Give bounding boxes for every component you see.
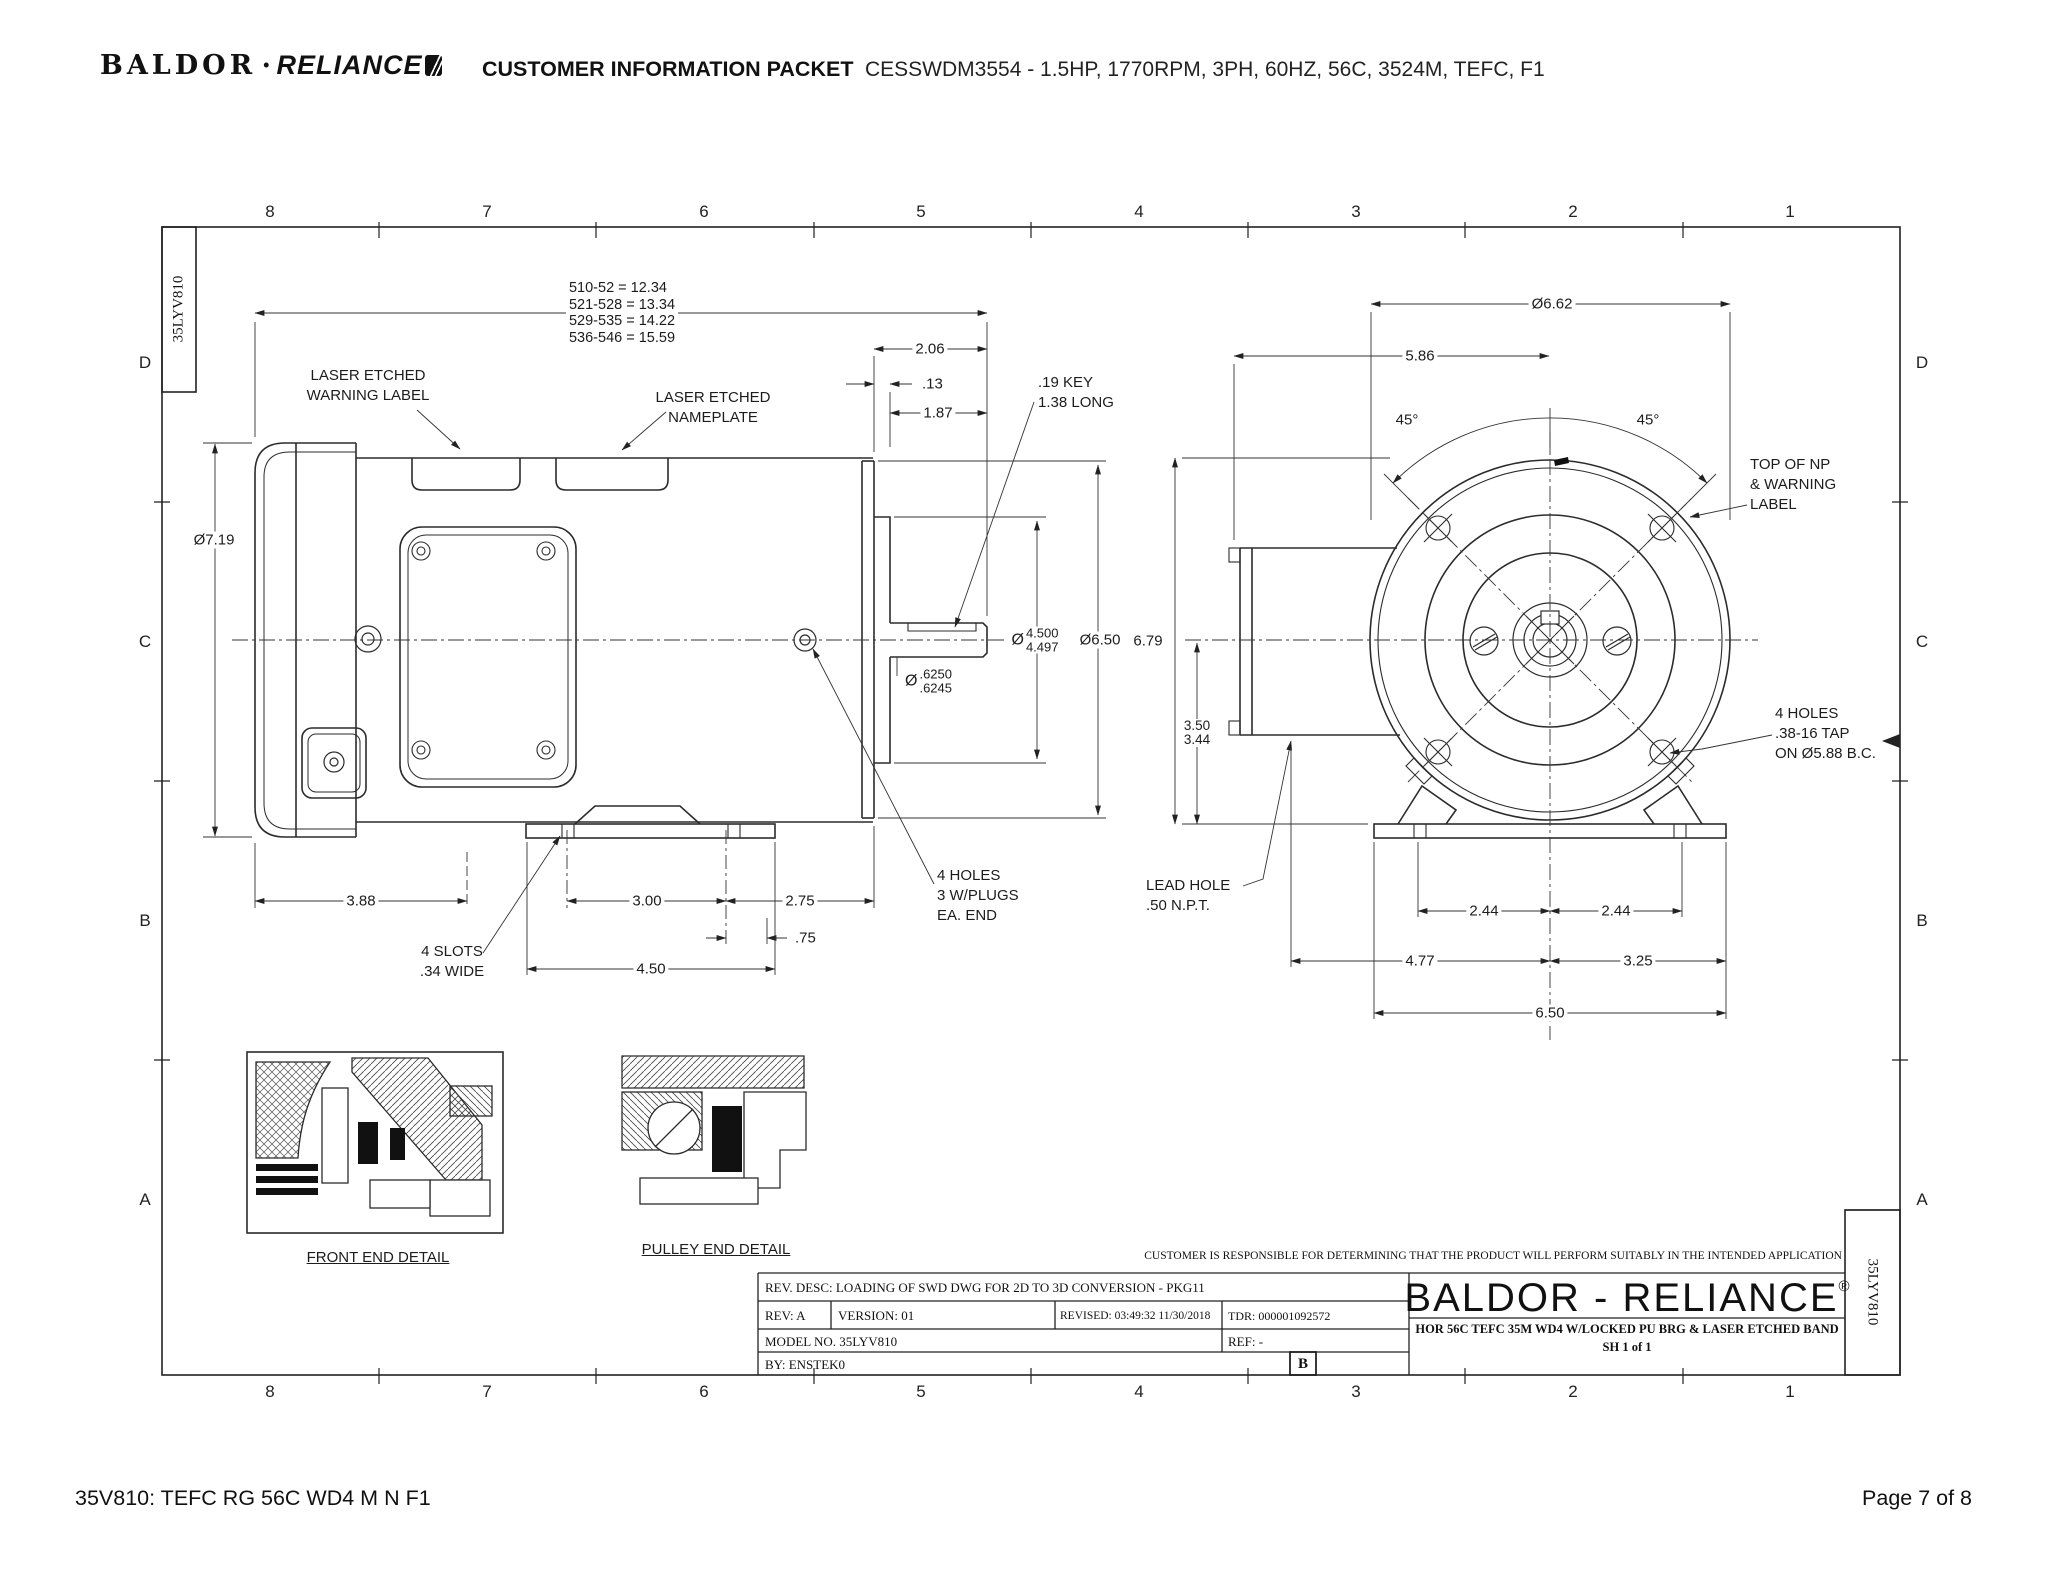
- dim-450: 4.50: [633, 960, 669, 978]
- pulley-end-detail-label: PULLEY END DETAIL: [641, 1241, 791, 1258]
- dim-275: 2.75: [782, 892, 818, 910]
- dim-fit-dia: Ø 4.500 4.497: [1009, 625, 1061, 654]
- dim-244-left: 2.44: [1466, 902, 1502, 920]
- rev-cell: REV: A: [765, 1308, 806, 1323]
- side-view-linework: [254, 442, 988, 839]
- dim-350-344: 3.50 3.44: [1180, 719, 1214, 747]
- length-option-table: 510-52 = 12.34 521-528 = 13.34 529-535 =…: [565, 280, 679, 346]
- dim-586: 5.86: [1402, 347, 1438, 365]
- pulley-end-detail-linework: [621, 1055, 807, 1205]
- dim-679: 6.79: [1130, 632, 1166, 650]
- col-label-bot-4: 4: [1134, 1382, 1144, 1401]
- col-label-bot-6: 6: [699, 1382, 709, 1401]
- logo-mark-icon: [425, 55, 443, 76]
- phi-symbol: Ø: [1011, 631, 1024, 648]
- col-label-top-8: 8: [265, 202, 275, 221]
- dim-013: .13: [920, 375, 945, 393]
- col-label-top-4: 4: [1134, 202, 1144, 221]
- disclaimer-text: CUSTOMER IS RESPONSIBLE FOR DETERMINING …: [1144, 1250, 1842, 1262]
- title-desc: HOR 56C TEFC 35M WD4 W/LOCKED PU BRG & L…: [1415, 1322, 1839, 1336]
- dim-dia-650: Ø6.50: [1076, 631, 1124, 649]
- col-label-bot-3: 3: [1351, 1382, 1361, 1401]
- title-sheet: SH 1 of 1: [1602, 1340, 1652, 1354]
- revised-cell: REVISED: 03:49:32 11/30/2018: [1060, 1310, 1211, 1322]
- revision-letter: B: [1297, 1356, 1309, 1372]
- col-label-top-3: 3: [1351, 202, 1361, 221]
- dim-45-right: 45°: [1633, 411, 1663, 429]
- col-label-top-7: 7: [482, 202, 492, 221]
- col-label-top-6: 6: [699, 202, 709, 221]
- ref-cell: REF: -: [1228, 1334, 1264, 1349]
- row-label-right-c: C: [1915, 632, 1929, 651]
- packet-title: CUSTOMER INFORMATION PACKET: [482, 57, 854, 81]
- baldor-reliance-logo: BALDOR • RELIANCE: [100, 50, 443, 81]
- col-label-bot-5: 5: [916, 1382, 926, 1401]
- col-label-top-1: 1: [1785, 202, 1795, 221]
- model-no-cell: MODEL NO. 35LYV810: [765, 1334, 898, 1349]
- footer-page-number: Page 7 of 8: [1862, 1486, 1972, 1510]
- tap-holes-callout: 4 HOLES .38-16 TAP ON Ø5.88 B.C.: [1775, 705, 1876, 762]
- col-label-bot-1: 1: [1785, 1382, 1795, 1401]
- logo-reliance-text: RELIANCE: [276, 50, 423, 80]
- row-label-left-b: B: [139, 911, 151, 930]
- front-end-detail-linework: [246, 1051, 504, 1234]
- phi-symbol: Ø: [905, 672, 918, 689]
- title-brand: BALDOR - RELIANCE®: [1404, 1276, 1849, 1321]
- dim-477: 4.77: [1402, 952, 1438, 970]
- warning-label-callout: LASER ETCHED WARNING LABEL: [306, 367, 430, 404]
- front-end-detail-label: FRONT END DETAIL: [306, 1249, 450, 1266]
- title-brand-text: BALDOR - RELIANCE: [1404, 1276, 1839, 1320]
- col-label-bot-2: 2: [1568, 1382, 1578, 1401]
- dim-206: 2.06: [912, 340, 948, 358]
- dim-187: 1.87: [920, 404, 956, 422]
- lead-hole-callout: LEAD HOLE .50 N.P.T.: [1146, 877, 1231, 914]
- dim-650-base: 6.50: [1532, 1004, 1568, 1022]
- end-view-dimensions: [1172, 301, 1773, 1040]
- col-label-bot-7: 7: [482, 1382, 492, 1401]
- tdr-cell: TDR: 000001092572: [1228, 1309, 1331, 1323]
- col-label-bot-8: 8: [265, 1382, 275, 1401]
- row-label-left-d: D: [138, 353, 152, 372]
- key-callout: .19 KEY 1.38 LONG: [1038, 374, 1114, 411]
- footer-model-line: 35V810: TEFC RG 56C WD4 M N F1: [75, 1486, 431, 1510]
- dim-dia-662: Ø6.62: [1528, 295, 1576, 313]
- dim-244-right: 2.44: [1598, 902, 1634, 920]
- by-cell: BY: ENSTEK0: [765, 1357, 846, 1372]
- row-label-left-c: C: [138, 632, 152, 651]
- sheet-tag-bottom-right: 35LYV810: [1864, 1258, 1881, 1326]
- version-cell: VERSION: 01: [838, 1308, 915, 1323]
- title-brand-reg: ®: [1838, 1278, 1850, 1295]
- rev-desc-cell: REV. DESC: LOADING OF SWD DWG FOR 2D TO …: [765, 1280, 1205, 1295]
- slots-callout: 4 SLOTS .34 WIDE: [419, 943, 485, 980]
- logo-dot: •: [263, 55, 270, 75]
- spec-line: CESSWDM3554 - 1.5HP, 1770RPM, 3PH, 60HZ,…: [865, 58, 1545, 81]
- row-label-right-d: D: [1915, 353, 1929, 372]
- logo-baldor-text: BALDOR: [100, 50, 257, 81]
- nameplate-callout: LASER ETCHED NAMEPLATE: [655, 389, 771, 426]
- dim-300: 3.00: [629, 892, 665, 910]
- dim-388: 3.88: [343, 892, 379, 910]
- row-label-right-b: B: [1916, 911, 1928, 930]
- col-label-top-5: 5: [916, 202, 926, 221]
- dim-325: 3.25: [1620, 952, 1656, 970]
- dim-shaft-dia: Ø .6250 .6245: [903, 666, 954, 695]
- row-label-right-a: A: [1916, 1190, 1928, 1209]
- col-label-top-2: 2: [1568, 202, 1578, 221]
- end-view-linework: [1228, 457, 1731, 839]
- top-np-callout: TOP OF NP & WARNING LABEL: [1750, 456, 1837, 513]
- row-label-left-a: A: [139, 1190, 151, 1209]
- plug-holes-callout: 4 HOLES 3 W/PLUGS EA. END: [937, 867, 1019, 924]
- dim-45-left: 45°: [1392, 411, 1422, 429]
- dim-dia-719: Ø7.19: [190, 531, 238, 549]
- dim-075: .75: [793, 929, 818, 947]
- sheet-tag-top-left: 35LYV810: [170, 275, 187, 343]
